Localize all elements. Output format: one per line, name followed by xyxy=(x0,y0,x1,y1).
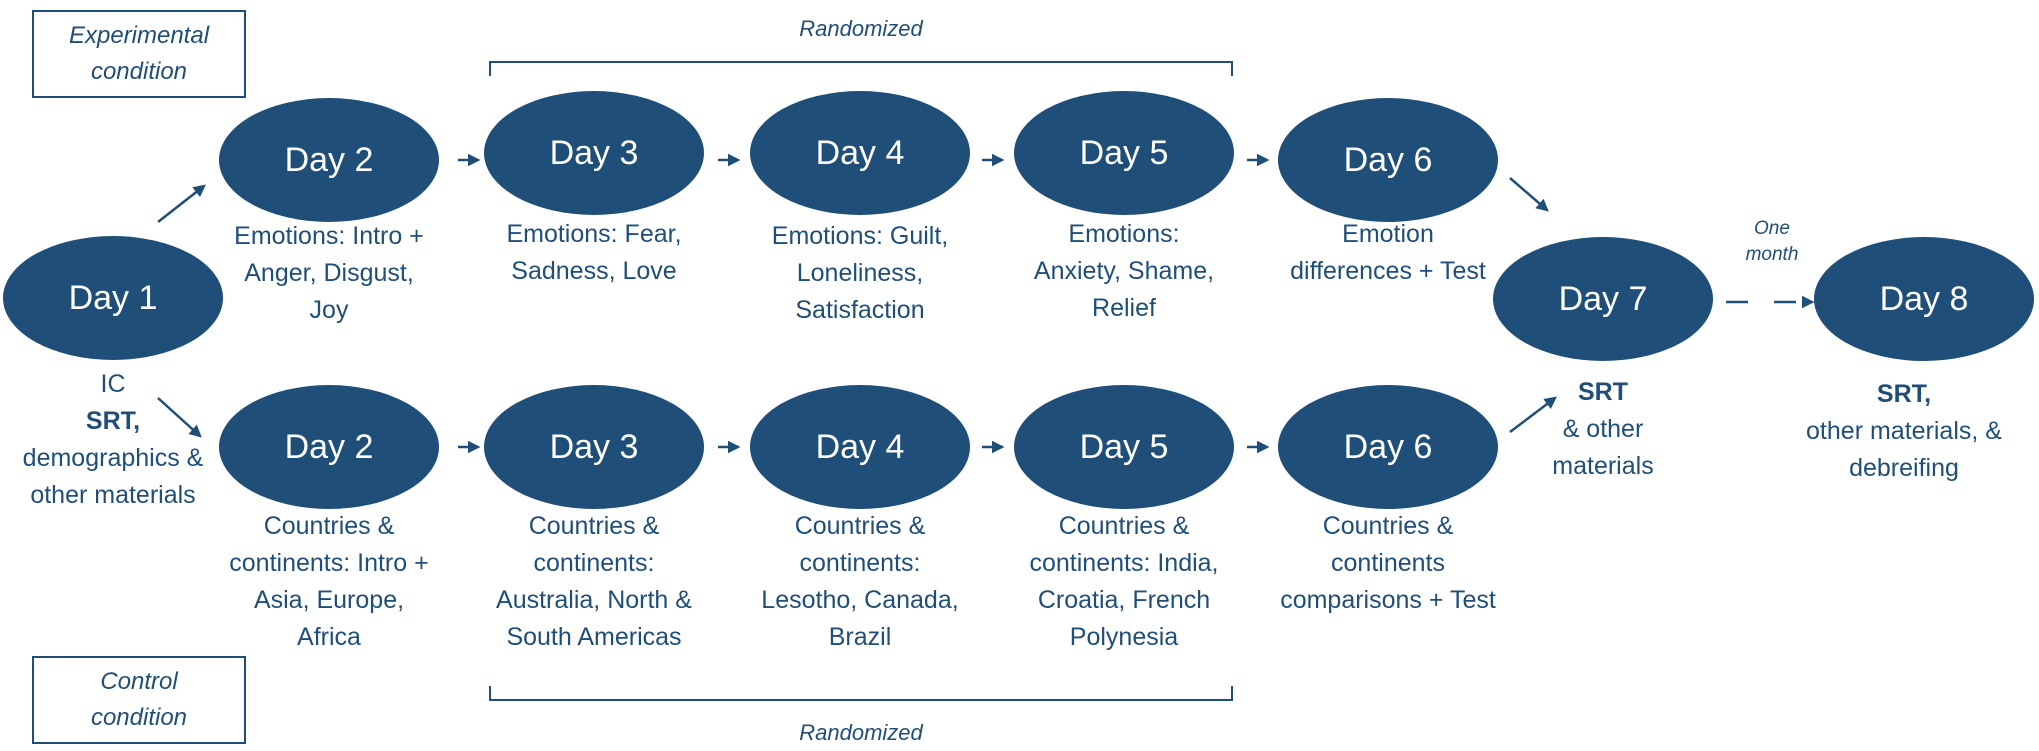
day8-node: Day 8 xyxy=(1814,237,2034,361)
randomized-label-top: Randomized xyxy=(799,16,923,41)
ctrl-day6-description: Countries & continents comparisons + Tes… xyxy=(1258,508,1518,619)
day8-description: SRT, other materials, & debreifing xyxy=(1774,376,2034,487)
ctrl-day3-desc-line1: Countries & xyxy=(528,512,660,540)
exp-day5-description: Emotions: Anxiety, Shame, Relief xyxy=(994,216,1254,327)
day7-desc-bold: SRT xyxy=(1578,378,1628,406)
day7-desc-line3: materials xyxy=(1552,452,1654,480)
randomized-bracket-bottom xyxy=(489,686,1233,701)
exp-day5-desc-line2: Anxiety, Shame, xyxy=(1033,257,1215,285)
exp-day2-description: Emotions: Intro + Anger, Disgust, Joy xyxy=(199,218,459,329)
randomized-bracket-top xyxy=(489,61,1233,76)
exp-day6-desc-line2: differences + Test xyxy=(1290,257,1486,285)
ctrl-day4-desc-line3: Lesotho, Canada, xyxy=(761,586,959,614)
day7-node: Day 7 xyxy=(1493,237,1713,361)
day1-desc-line1: IC xyxy=(100,370,126,398)
experimental-condition-line1: Experimental xyxy=(68,22,210,49)
exp-day4-desc-line1: Emotions: Guilt, xyxy=(771,222,949,250)
ctrl-day5-description: Countries & continents: India, Croatia, … xyxy=(994,508,1254,656)
ctrl-day5-desc-line3: Croatia, French xyxy=(1037,586,1211,614)
exp-day2-desc-line2: Anger, Disgust, xyxy=(244,259,414,287)
exp-day5-node: Day 5 xyxy=(1014,91,1234,215)
ctrl-day2-desc-line4: Africa xyxy=(297,623,361,651)
experimental-condition-line2: condition xyxy=(90,58,188,85)
ctrl-day5-node: Day 5 xyxy=(1014,385,1234,509)
control-condition-line1: Control xyxy=(100,668,178,695)
exp-day3-node: Day 3 xyxy=(484,91,704,215)
ctrl-day4-desc-line4: Brazil xyxy=(828,623,892,651)
ctrl-day3-description: Countries & continents: Australia, North… xyxy=(464,508,724,656)
ctrl-day6-desc-line1: Countries & xyxy=(1322,512,1454,540)
ctrl-day4-desc-line2: continents: xyxy=(799,549,921,577)
ctrl-day5-desc-line1: Countries & xyxy=(1058,512,1190,540)
ctrl-day4-desc-line1: Countries & xyxy=(794,512,926,540)
exp-day6-node: Day 6 xyxy=(1278,98,1498,222)
ctrl-day2-desc-line1: Countries & xyxy=(263,512,395,540)
arrow-ctrl-day6-day7 xyxy=(1509,396,1557,433)
ctrl-day6-desc-line3: comparisons + Test xyxy=(1280,586,1496,614)
arrow-exp-day6-day7 xyxy=(1509,177,1549,212)
ctrl-day5-desc-line2: continents: India, xyxy=(1029,549,1219,577)
exp-day6-desc-line1: Emotion xyxy=(1342,220,1434,248)
ctrl-day2-description: Countries & continents: Intro + Asia, Eu… xyxy=(199,508,459,656)
control-condition-box: Control condition xyxy=(32,656,246,744)
one-month-line1: One xyxy=(1754,218,1790,239)
ctrl-day6-node: Day 6 xyxy=(1278,385,1498,509)
day7-desc-line2: & other xyxy=(1562,415,1644,443)
arrow-day1-ctrl-day2 xyxy=(157,397,202,438)
day7-description: SRT & other materials xyxy=(1473,374,1733,485)
exp-day2-node: Day 2 xyxy=(219,98,439,222)
exp-day5-desc-line1: Emotions: xyxy=(1068,220,1180,248)
ctrl-day3-desc-line3: Australia, North & xyxy=(496,586,692,614)
day1-node: Day 1 xyxy=(3,236,223,360)
ctrl-day4-node: Day 4 xyxy=(750,385,970,509)
arrow-day1-exp-day2 xyxy=(157,184,206,223)
ctrl-day3-desc-line2: continents: xyxy=(533,549,655,577)
exp-day2-desc-line3: Joy xyxy=(309,296,349,324)
ctrl-day3-node: Day 3 xyxy=(484,385,704,509)
ctrl-day3-desc-line4: South Americas xyxy=(506,623,682,651)
exp-day6-description: Emotion differences + Test xyxy=(1258,216,1518,290)
exp-day3-description: Emotions: Fear, Sadness, Love xyxy=(464,216,724,290)
exp-day4-node: Day 4 xyxy=(750,91,970,215)
day1-desc-line3: demographics & xyxy=(22,444,204,472)
day1-description: IC SRT, demographics & other materials xyxy=(0,366,243,514)
control-condition-line2: condition xyxy=(90,704,188,731)
ctrl-day6-desc-line2: continents xyxy=(1331,549,1445,577)
day8-desc-bold: SRT, xyxy=(1876,380,1932,408)
day1-desc-line4: other materials xyxy=(30,481,196,509)
exp-day3-desc-line1: Emotions: Fear, xyxy=(506,220,682,248)
ctrl-day2-desc-line2: continents: Intro + xyxy=(229,549,429,577)
ctrl-day5-desc-line4: Polynesia xyxy=(1069,623,1179,651)
day8-desc-line3: debreifing xyxy=(1849,454,1959,482)
one-month-line2: month xyxy=(1745,244,1799,265)
ctrl-day2-node: Day 2 xyxy=(219,385,439,509)
day8-desc-line2: other materials, & xyxy=(1806,417,2002,445)
exp-day4-desc-line2: Loneliness, xyxy=(796,259,924,287)
ctrl-day4-description: Countries & continents: Lesotho, Canada,… xyxy=(730,508,990,656)
exp-day5-desc-line3: Relief xyxy=(1092,294,1156,322)
experimental-condition-box: Experimental condition xyxy=(32,10,246,98)
exp-day2-desc-line1: Emotions: Intro + xyxy=(234,222,424,250)
exp-day4-description: Emotions: Guilt, Loneliness, Satisfactio… xyxy=(730,218,990,329)
exp-day4-desc-line3: Satisfaction xyxy=(795,296,925,324)
day1-desc-bold: SRT, xyxy=(85,407,141,435)
randomized-label-bottom: Randomized xyxy=(799,720,923,745)
one-month-label: One month xyxy=(1712,216,1832,268)
ctrl-day2-desc-line3: Asia, Europe, xyxy=(253,586,405,614)
exp-day3-desc-line2: Sadness, Love xyxy=(511,257,677,285)
